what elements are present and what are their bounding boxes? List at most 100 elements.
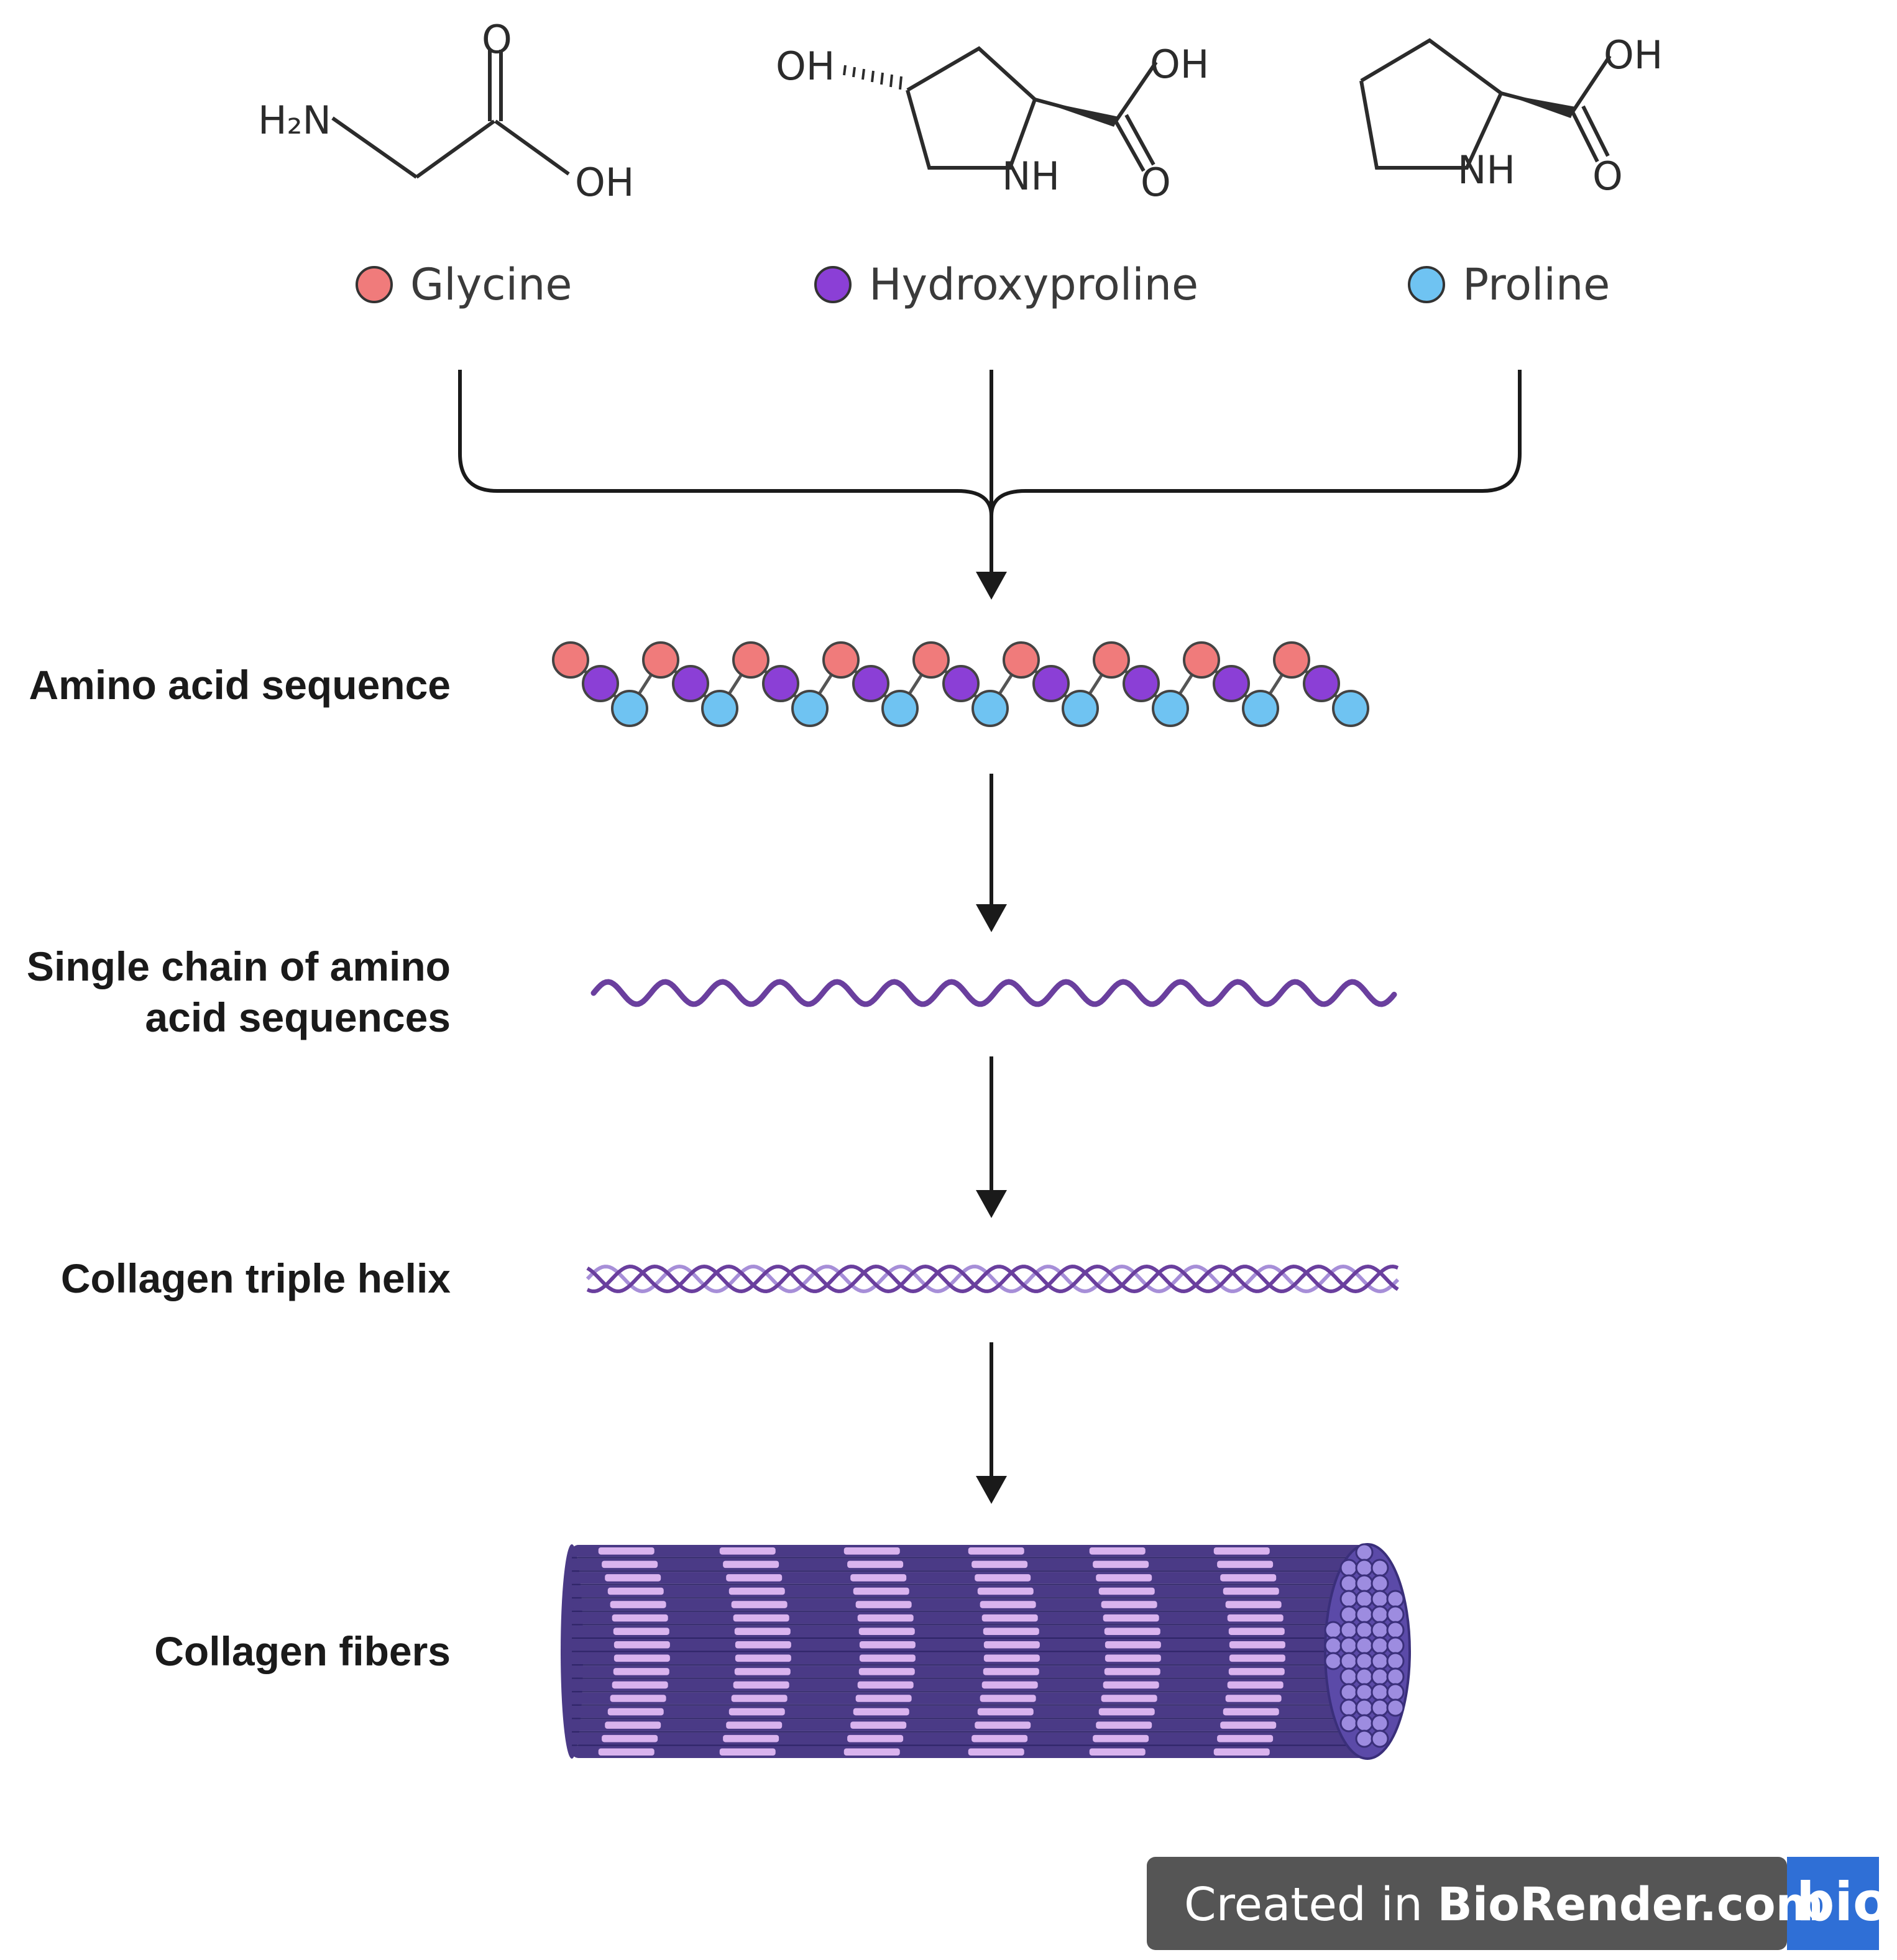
legend: Glycine Hydroxyproline Proline [356,259,1610,310]
arrowhead-3 [976,1476,1007,1504]
fiber-band-segment [1105,1654,1161,1662]
fibril-end-circle [1324,1636,1343,1655]
fibril-end-circle [1371,1621,1389,1639]
fiber-band-segment [855,1601,912,1608]
glycine-hydroxyl-label: OH [575,160,634,205]
hydroxyproline-bead [942,665,980,702]
glycine-carbonyl-label: O [482,17,512,62]
fibril-end-circle [1339,1698,1358,1717]
fiber-band-segment [1104,1668,1160,1675]
fibril-end-circle [1355,1729,1374,1748]
fibril-end-circle [1371,1605,1389,1624]
fibril-end-circle [1339,1574,1358,1593]
fibril-end-circle [1371,1590,1389,1608]
glycine-bead [1093,641,1130,679]
hydroxyproline-ring-oh-label: OH [776,44,835,89]
fiber-band-segment [975,1574,1031,1582]
proline-legend-dot [1408,266,1445,303]
fiber-band-segment [1089,1547,1146,1555]
biorender-logo: bio [1796,1871,1890,1933]
fiber-band-segment [734,1668,791,1675]
fibril-end-circle [1386,1621,1405,1639]
fiber-band-segment [1093,1560,1149,1568]
fiber-band-segment [605,1721,661,1729]
fiber-band-segment [857,1681,914,1689]
proline-bead [881,690,919,727]
fibril-end-circle [1339,1667,1358,1686]
hydroxyproline-acid-oh-label: OH [1150,42,1209,87]
fiber-band-segment [983,1641,1040,1649]
fiber-band-segment [1228,1628,1285,1635]
fibril-end-circle [1355,1605,1374,1624]
fiber-band-segment [1089,1748,1146,1756]
glycine-bead [732,641,769,679]
fibril-end-circle [1386,1590,1405,1608]
stage-label-collagen-fibers: Collagen fibers [154,1628,451,1674]
fiber-band-segment [847,1734,904,1742]
fibril-end-circle [1324,1621,1343,1639]
fibril-end-circle [1355,1559,1374,1577]
proline-bead [1062,690,1099,727]
fiber-band-segment [735,1641,791,1649]
helix-strand [586,1264,1399,1294]
hydroxyproline-bead [1123,665,1160,702]
proline-bead [1152,690,1189,727]
fiber-band-segment [602,1560,658,1568]
fibril-end-circle [1386,1652,1405,1670]
fibril-end-circle [1339,1652,1358,1670]
fiber-band-segment [1227,1681,1284,1689]
fiber-band-segment [598,1748,655,1756]
fibril-end-circle [1371,1714,1389,1733]
fiber-band-segment [726,1721,783,1729]
stage-label-amino-acid-sequence: Amino acid sequence [29,662,451,708]
fiber-band-segment [858,1628,915,1635]
fiber-band-segment [1217,1734,1274,1742]
fiber-band-segment [1101,1695,1157,1702]
fiber-band-segment [610,1601,666,1608]
biorender-badge: Created in BioRender.com bio [1147,1857,1890,1950]
proline-bead [611,690,648,727]
glycine-bead [552,641,589,679]
fiber-band-segment [981,1681,1038,1689]
badge-prefix: Created in [1184,1878,1437,1931]
fiber-band-segment [1220,1721,1277,1729]
fiber-band-segment [983,1628,1039,1635]
helix-strand [586,1264,1400,1294]
fiber-band-segment [853,1587,909,1595]
fibril-end-circle [1355,1698,1374,1717]
fibril-end-circle [1355,1543,1374,1562]
fiber-band-segment [728,1708,785,1716]
fibril-end-circle [1371,1683,1389,1701]
fiber-band-segment [1098,1587,1155,1595]
helix-strand [586,1264,1399,1294]
hydroxyproline-structure [906,46,1158,172]
fiber-band-segment [613,1641,670,1649]
hydroxyproline-nh-label: NH [1002,153,1060,199]
fiber-band-segment [1213,1748,1270,1756]
proline-bead [971,690,1009,727]
fiber-band-segment [1229,1654,1285,1662]
fiber-band-segment [981,1614,1038,1622]
fiber-band-segment [723,1560,779,1568]
glycine-legend-label: Glycine [410,259,572,310]
fibril-end-circle [1371,1574,1389,1593]
fiber-band-segment [607,1708,664,1716]
arrowhead-1 [976,904,1007,932]
fiber-band-segment [719,1547,776,1555]
fiber-band-segment [1101,1601,1157,1608]
fiber-band-segment [975,1721,1031,1729]
triple-helix [586,1264,1400,1294]
stage-label-triple-helix: Collagen triple helix [61,1255,451,1301]
fiber-band-segment [726,1574,783,1582]
fiber-band-segment [1104,1628,1160,1635]
arrowhead-2 [976,1190,1007,1218]
fibril-end-circle [1386,1605,1405,1624]
hydroxyproline-bead [762,665,799,702]
fibril-end-circle [1324,1652,1343,1670]
fibril-end-circle [1371,1729,1389,1748]
fiber-band-segment [850,1721,907,1729]
fibril-end-circle [1371,1667,1389,1686]
fibril-end-circle [1339,1621,1358,1639]
fibril-end-circle [1355,1636,1374,1655]
